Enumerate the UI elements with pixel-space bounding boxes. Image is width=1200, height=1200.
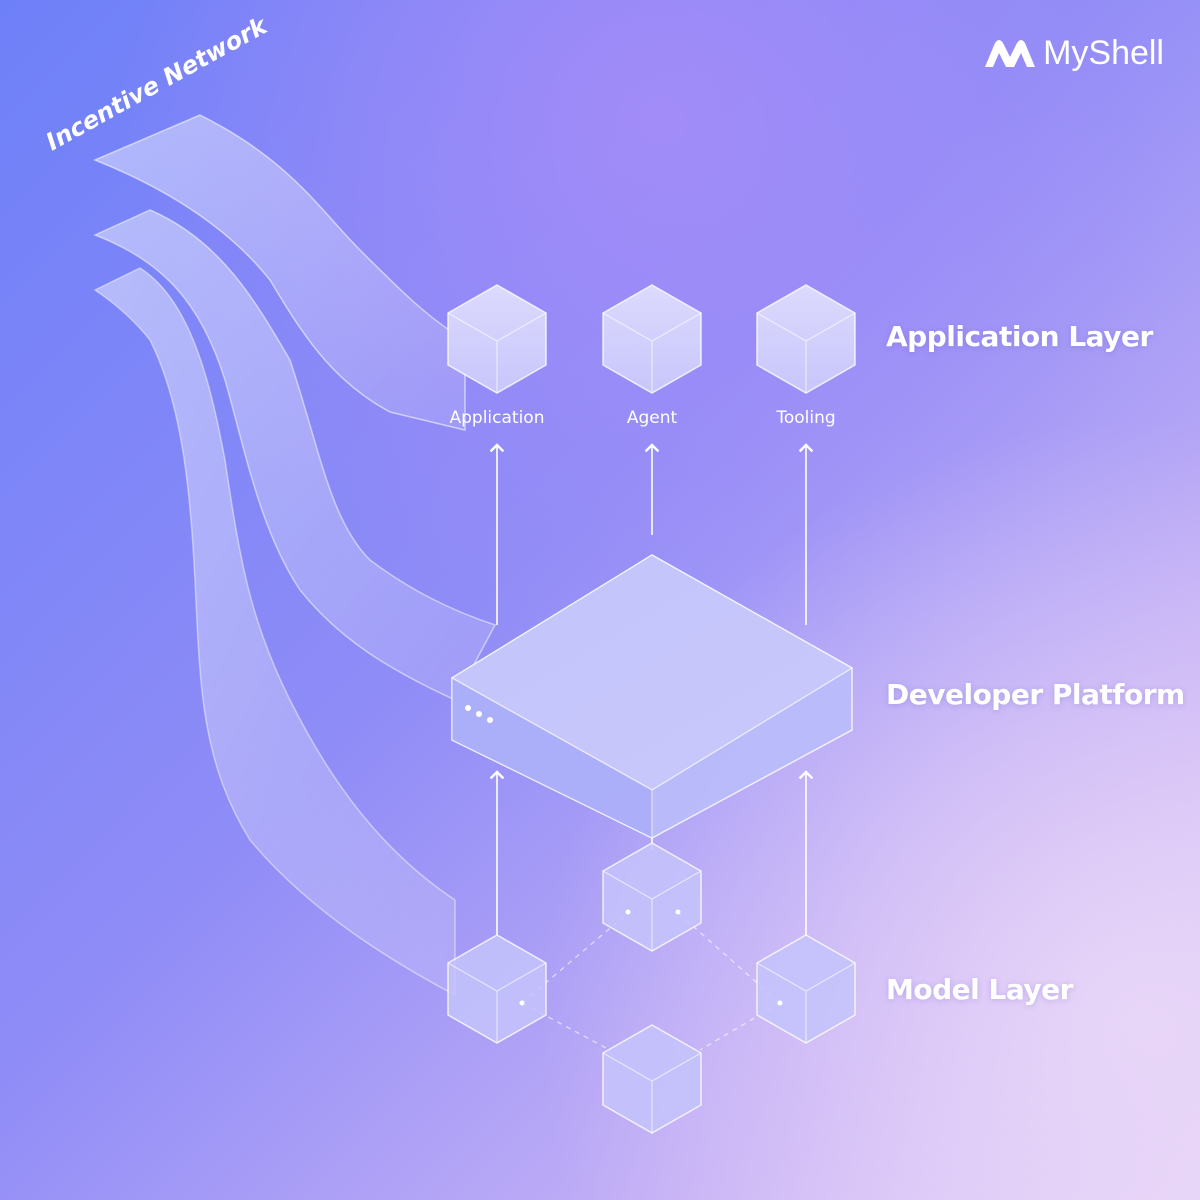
- tooling-cube: [756, 284, 856, 394]
- platform-to-application-arrows: [489, 443, 814, 625]
- node-label-application: Application: [449, 408, 545, 428]
- ribbon-application: [93, 114, 466, 431]
- brand-name: MyShell: [1043, 34, 1164, 72]
- agent-cube: [602, 284, 702, 394]
- model-cube-top: [602, 842, 702, 952]
- brand-logo: MyShell: [983, 34, 1164, 73]
- application-cube: [447, 284, 547, 394]
- developer-platform-title: Developer Platform: [886, 678, 1185, 711]
- application-layer-title: Application Layer: [886, 320, 1153, 353]
- model-cube-left: [447, 934, 547, 1044]
- model-cube-right: [756, 934, 856, 1044]
- node-label-tooling: Tooling: [776, 408, 836, 428]
- status-dot: [487, 717, 493, 723]
- model-cube-bottom: [602, 1024, 702, 1134]
- status-dot: [465, 705, 471, 711]
- incentive-network-ribbons: [93, 114, 497, 997]
- connection-dots: [519, 909, 783, 1006]
- node-label-agent: Agent: [626, 408, 678, 428]
- status-dot: [476, 711, 482, 717]
- developer-platform-box: [450, 554, 854, 839]
- ribbon-model: [93, 267, 456, 997]
- myshell-logo-icon: [985, 39, 1036, 67]
- model-layer-title: Model Layer: [886, 973, 1073, 1006]
